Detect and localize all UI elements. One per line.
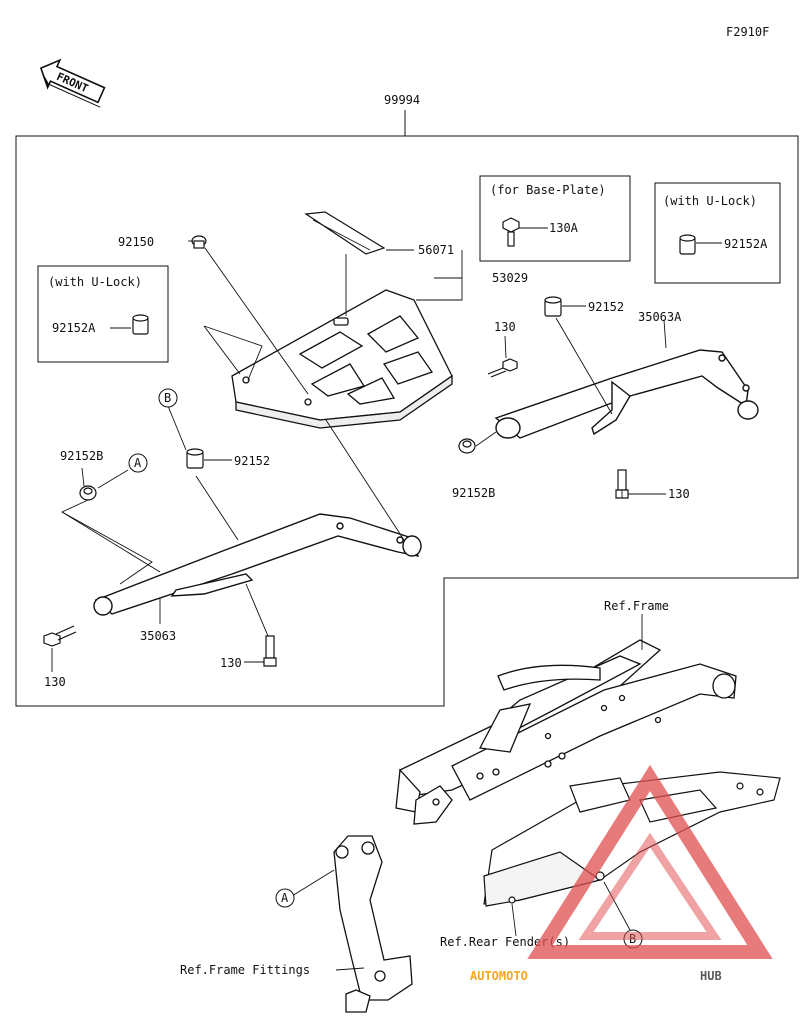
ref-rear-fender-leader — [511, 903, 517, 937]
callout-a-circle-top — [128, 453, 148, 473]
part-label-92152a-left: 92152A — [52, 321, 96, 335]
assembly-outline — [15, 135, 799, 707]
base-plate-option-label: (for Base-Plate) — [490, 183, 606, 197]
part-label-92152b-left: 92152B — [60, 449, 103, 463]
front-arrow-icon: FRONT — [39, 58, 106, 108]
bolt-130-top-drawing — [487, 358, 518, 378]
rear-fender-reference-drawing — [483, 771, 781, 907]
diagram-code: F2910F — [726, 25, 769, 39]
part-label-92152a-right: 92152A — [724, 237, 768, 251]
callout-b-top: B — [164, 391, 171, 405]
part-label-130a: 130A — [549, 221, 579, 235]
callout-a-circle-bottom — [275, 888, 295, 908]
grommet-92152b-right-drawing — [458, 438, 476, 454]
leader-lines — [51, 227, 722, 672]
bracket-35063a-drawing — [494, 349, 759, 439]
bracket-35063-drawing — [93, 513, 422, 616]
part-label-92152-top: 92152 — [588, 300, 624, 314]
part-label-130-top: 130 — [494, 320, 516, 334]
frame-fittings-reference-drawing — [333, 835, 413, 1013]
watermark-text-hub: HUB — [700, 969, 722, 983]
part-label-35063a: 35063A — [638, 310, 682, 324]
ref-frame-fittings-leader — [335, 967, 365, 971]
bolt-130-right-drawing — [615, 469, 629, 499]
frame-reference-drawing — [395, 639, 737, 825]
part-label-56071: 56071 — [418, 243, 454, 257]
ref-frame-fittings-label: Ref.Frame Fittings — [180, 963, 310, 977]
callout-a-bottom: A — [281, 891, 289, 905]
part-label-35063: 35063 — [140, 629, 176, 643]
collar-92152-top-drawing — [544, 296, 562, 317]
part-label-92152-mid: 92152 — [234, 454, 270, 468]
collar-92152a-right-drawing — [679, 234, 696, 255]
ulock-option-label-left: (with U-Lock) — [48, 275, 142, 289]
bolt-130a-drawing — [502, 217, 520, 247]
assembly-number: 99994 — [384, 93, 420, 107]
part-label-53029: 53029 — [492, 271, 528, 285]
watermark-text-automoto: AUTOMOTO — [470, 969, 528, 983]
callout-b-circle-top — [158, 388, 178, 408]
callout-a-top: A — [134, 456, 142, 470]
bolt-130-mid-drawing — [263, 635, 277, 667]
part-label-130-left: 130 — [44, 675, 66, 689]
screw-92150-drawing — [191, 235, 207, 249]
part-label-92152b-right: 92152B — [452, 486, 495, 500]
part-label-130-right: 130 — [668, 487, 690, 501]
ulock-option-label-right: (with U-Lock) — [663, 194, 757, 208]
collar-92152-mid-drawing — [186, 448, 204, 469]
base-plate-option-box — [479, 175, 631, 262]
base-plate-53029-drawing — [231, 289, 453, 429]
part-label-92150: 92150 — [118, 235, 154, 249]
bolt-130-left-drawing — [43, 625, 77, 647]
watermark-logo — [527, 764, 773, 959]
ulock-option-box-right — [654, 182, 781, 284]
ulock-option-box-left — [37, 265, 169, 363]
part-label-130-mid: 130 — [220, 656, 242, 670]
collar-92152a-left-drawing — [132, 314, 149, 335]
grommet-92152b-left-drawing — [79, 485, 97, 501]
label-56071-drawing — [304, 211, 386, 255]
ref-frame-label: Ref.Frame — [604, 599, 669, 613]
